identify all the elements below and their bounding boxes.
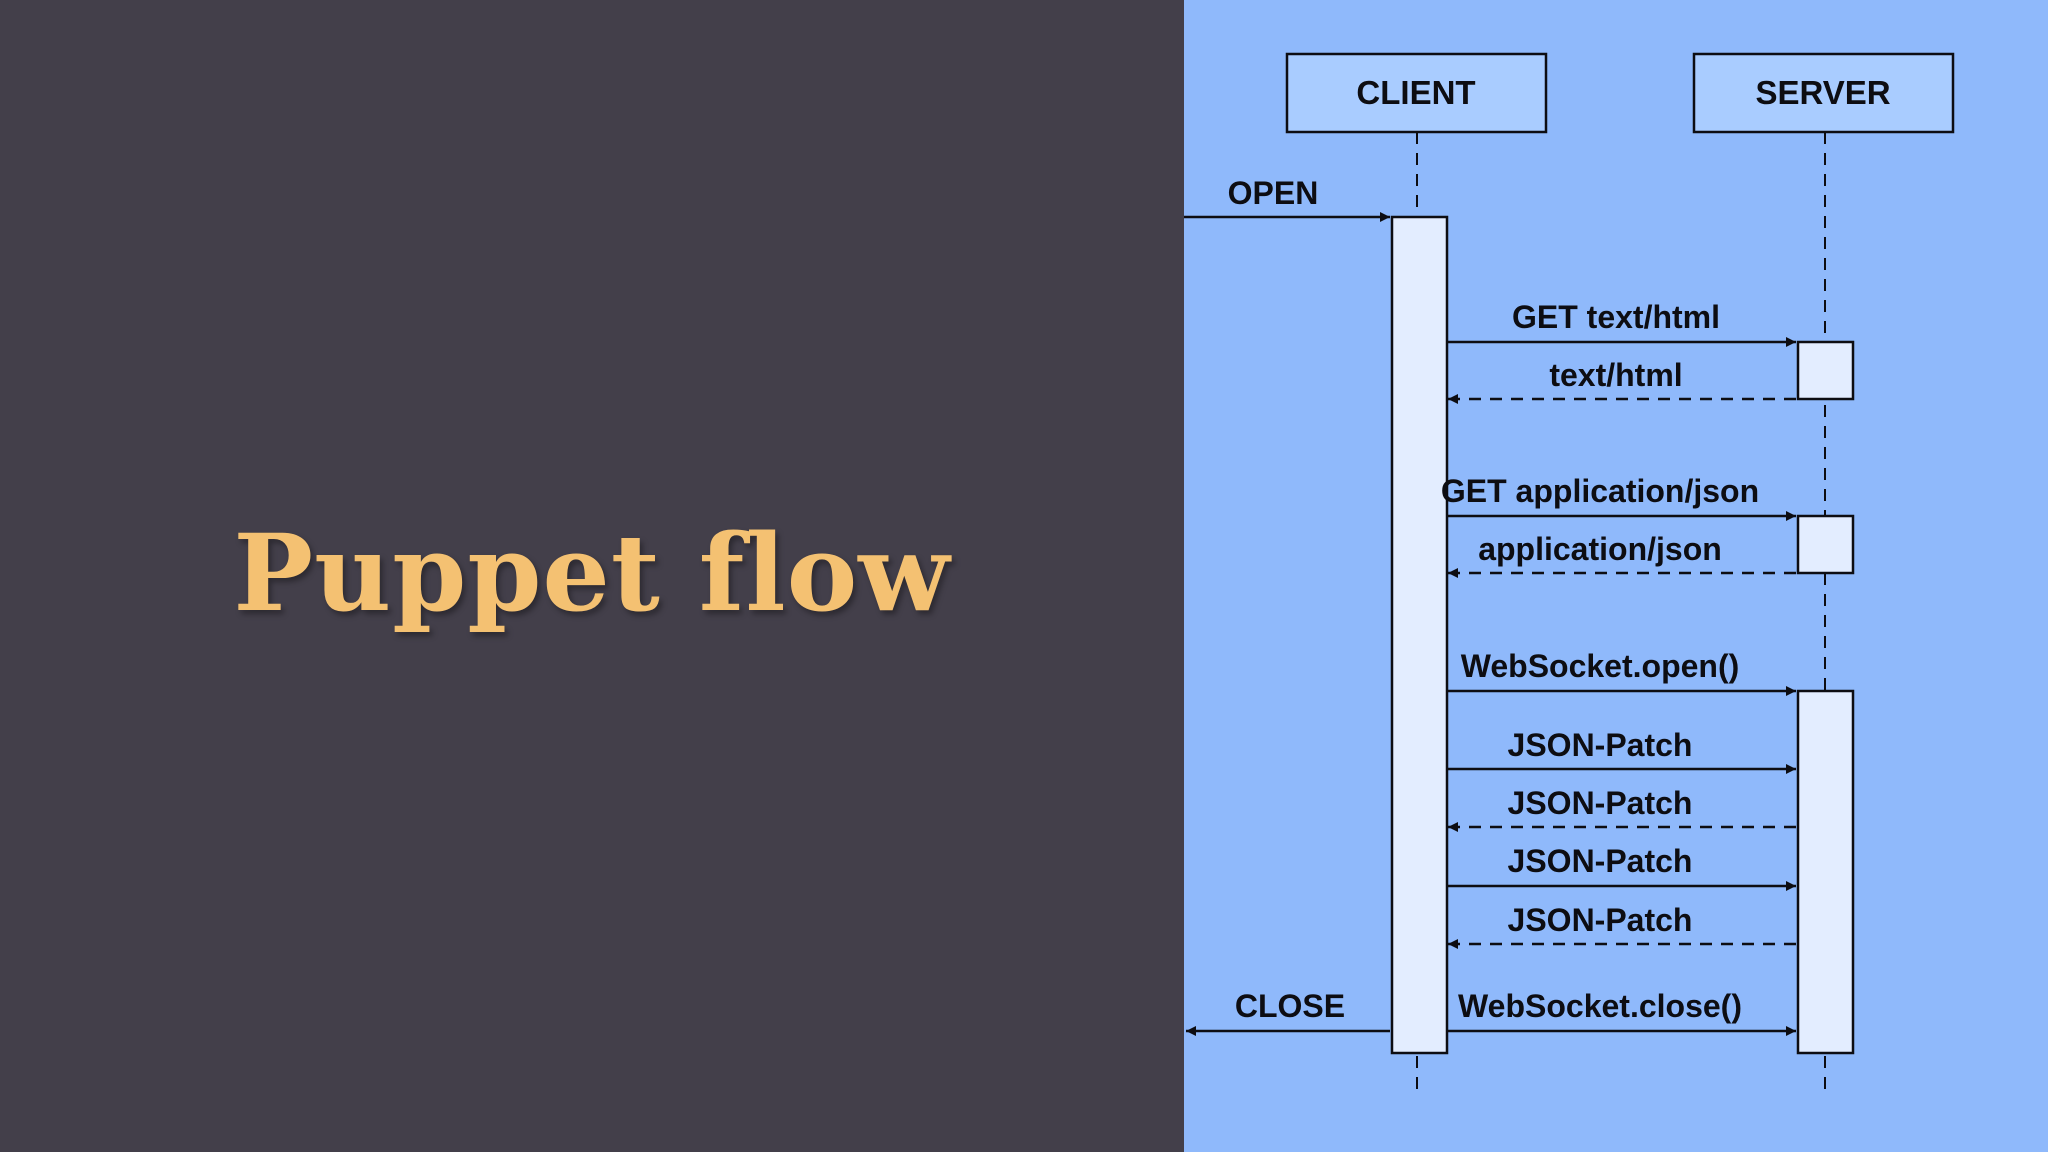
sequence-diagram: CLIENT SERVER OPEN GET text/html text/ht…	[1184, 52, 1955, 1098]
message-open: OPEN	[1184, 175, 1390, 222]
message-websocket-open: WebSocket.open()	[1448, 648, 1796, 696]
message-json-patch-2: JSON-Patch	[1448, 785, 1796, 832]
diagram-pane: CLIENT SERVER OPEN GET text/html text/ht…	[1184, 0, 2048, 1152]
message-text-html-response-label: text/html	[1549, 357, 1682, 393]
message-application-json-response: application/json	[1448, 531, 1796, 578]
server-activation-html	[1796, 340, 1855, 401]
message-websocket-open-label: WebSocket.open()	[1461, 648, 1740, 684]
message-json-patch-3-label: JSON-Patch	[1508, 843, 1693, 879]
message-get-text-html: GET text/html	[1448, 299, 1796, 347]
server-activation-websocket	[1796, 689, 1855, 1055]
message-json-patch-4: JSON-Patch	[1448, 902, 1796, 949]
message-get-application-json: GET application/json	[1441, 473, 1796, 521]
message-json-patch-1-label: JSON-Patch	[1508, 727, 1693, 763]
message-websocket-close: WebSocket.close()	[1448, 988, 1796, 1036]
title-pane: Puppet flow	[233, 510, 951, 635]
client-actor: CLIENT	[1285, 52, 1548, 134]
message-open-label: OPEN	[1228, 175, 1319, 211]
server-activation-json	[1796, 514, 1855, 575]
message-json-patch-1: JSON-Patch	[1448, 727, 1796, 774]
message-text-html-response: text/html	[1448, 357, 1796, 404]
server-actor: SERVER	[1692, 52, 1955, 134]
slide-title: Puppet flow	[233, 510, 951, 635]
message-get-text-html-label: GET text/html	[1512, 299, 1720, 335]
message-application-json-response-label: application/json	[1478, 531, 1722, 567]
message-json-patch-4-label: JSON-Patch	[1508, 902, 1693, 938]
server-actor-label: SERVER	[1755, 74, 1890, 111]
client-activation	[1390, 215, 1449, 1055]
client-actor-label: CLIENT	[1356, 74, 1475, 111]
message-close-label: CLOSE	[1235, 988, 1345, 1024]
message-get-application-json-label: GET application/json	[1441, 473, 1759, 509]
message-json-patch-3: JSON-Patch	[1448, 843, 1796, 891]
message-json-patch-2-label: JSON-Patch	[1508, 785, 1693, 821]
message-websocket-close-label: WebSocket.close()	[1458, 988, 1742, 1024]
message-close: CLOSE	[1186, 988, 1390, 1036]
